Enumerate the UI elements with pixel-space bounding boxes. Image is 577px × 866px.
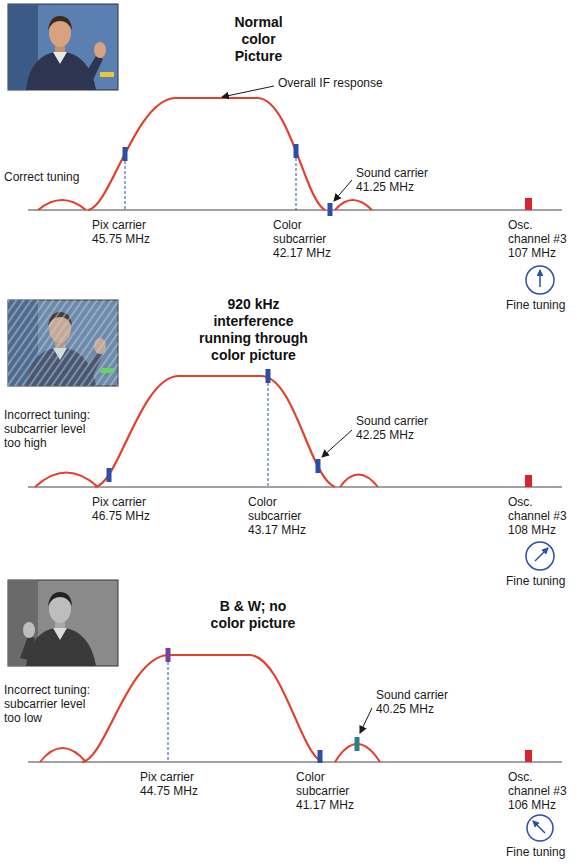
dashed-marker-line [268,383,269,487]
carrier-marker [318,750,323,763]
if-response-curve [340,475,378,488]
person-collar [53,628,67,640]
tuning-note: Correct tuning [4,170,79,184]
if-response-curve [40,748,86,762]
dial-label: Fine tuning [506,845,565,859]
carrier-label: Color subcarrier 42.17 MHz [273,218,341,260]
carrier-marker [294,144,299,158]
person-torso [26,627,96,666]
person-torso [26,51,96,90]
leader-line [222,86,274,97]
person-arm [20,636,35,660]
frequency-axis [28,762,562,763]
carrier-label: Sound carrier 42.25 MHz [356,414,432,442]
photo-background [8,4,118,90]
if-response-curve [88,98,325,210]
person-hair [48,592,72,606]
if-response-curve [38,200,86,210]
if-response-curve [335,200,372,210]
dashed-marker-line [125,161,126,210]
carrier-marker [355,737,360,751]
tv-photo [8,580,118,666]
tuning-note: Incorrect tuning: subcarrier level too h… [4,408,100,450]
if-response-curve [82,655,322,762]
carrier-marker [328,203,333,216]
carrier-marker [166,648,171,662]
leader-line [360,708,372,733]
oscillator-label: Osc. channel #3 106 MHz [508,770,570,812]
oscillator-label: Osc. channel #3 108 MHz [508,495,570,537]
screen-overlay [100,72,114,77]
oscillator-marker [525,475,532,487]
oscillator-marker [525,198,532,210]
dial-pointer [533,821,545,833]
if-response-curve [95,376,335,487]
carrier-label: Sound carrier 41.25 MHz [356,166,432,194]
person-hair [48,16,72,30]
dashed-marker-line [296,158,297,210]
if-response-curve [35,473,98,488]
carrier-marker [316,459,321,473]
frequency-axis [28,487,562,488]
carrier-marker [266,369,271,383]
panel-title: B & W; no color picture [207,598,299,632]
carrier-label: Pix carrier 46.75 MHz [92,495,154,523]
carrier-label: Pix carrier 44.75 MHz [140,770,202,798]
person-hand [94,42,106,58]
tv-photo [8,300,118,386]
tv-photo [8,4,118,90]
dial-pointer [535,548,548,561]
carrier-label: Color subcarrier 41.17 MHz [296,770,364,812]
panel-title: 920 kHz interference running through col… [196,296,311,364]
tuning-note: Incorrect tuning: subcarrier level too l… [4,683,100,725]
carrier-label: Pix carrier 45.75 MHz [92,218,154,246]
photo-background [8,580,118,666]
oscillator-label: Osc. channel #3 107 MHz [508,218,570,260]
leader-line [334,180,352,201]
carrier-marker [107,468,112,482]
dial-label: Fine tuning [506,574,565,588]
leader-line [322,430,352,457]
panel-title: Normal color Picture [221,14,296,65]
tuning-dial [526,266,554,294]
person-collar [53,52,67,64]
carrier-label: Color subcarrier 43.17 MHz [248,495,316,537]
interference-pattern [8,300,118,386]
tuning-dial [526,542,554,570]
dial-label: Fine tuning [506,298,565,312]
carrier-marker [123,147,128,161]
photo-background [8,300,118,386]
callout-label: Overall IF response [278,76,383,90]
oscillator-marker [525,750,532,762]
dashed-marker-line [168,662,169,762]
person-hand [23,622,35,638]
screen-overlay [100,368,114,373]
carrier-label: Sound carrier 40.25 MHz [376,688,452,716]
frequency-axis [28,210,562,211]
tuning-dial [527,815,553,841]
dial-pointer [539,270,541,287]
